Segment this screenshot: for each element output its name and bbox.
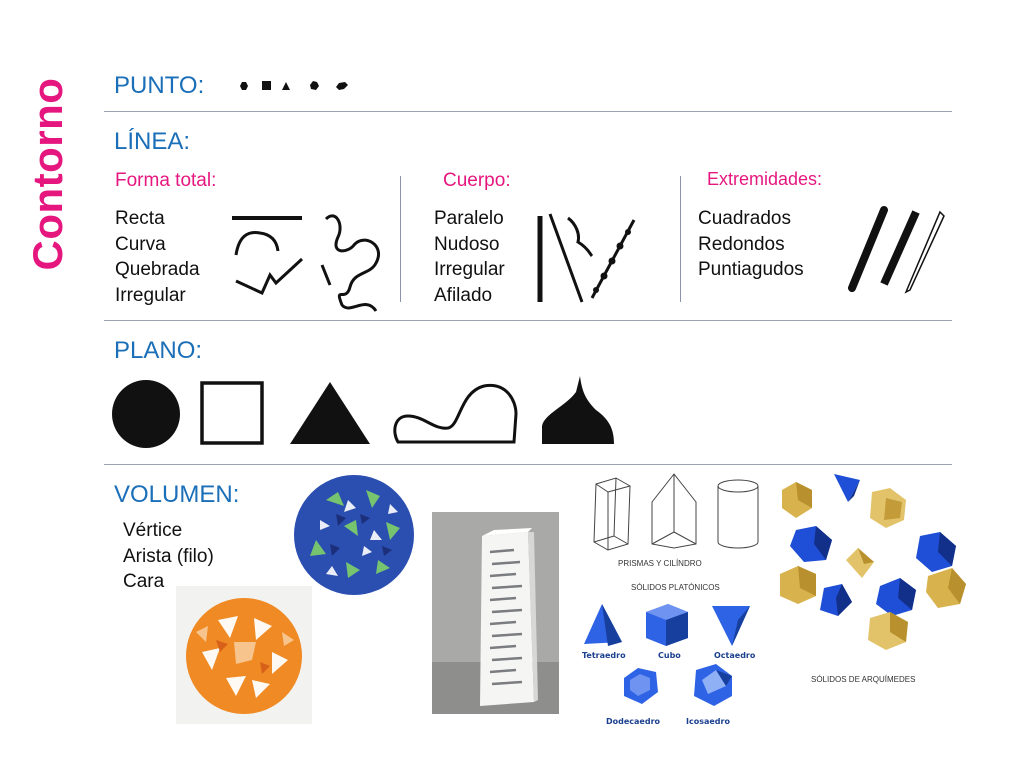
extremidades-list: Cuadrados Redondos Puntiagudos (698, 206, 804, 283)
volumen-list: Vértice Arista (filo) Cara (123, 518, 214, 595)
volumen-heading: VOLUMEN: (114, 481, 240, 508)
plano-shapes (112, 376, 614, 448)
cuerpo-lines (537, 213, 636, 303)
punto-dots (240, 81, 348, 90)
platonic-label: Octaedro (714, 651, 756, 660)
divider-punto (104, 111, 952, 112)
extremidades-lines (848, 206, 945, 294)
platonic-label: Tetraedro (582, 651, 626, 660)
list-item: Nudoso (434, 233, 500, 255)
page-title: Contorno (24, 77, 71, 271)
cuerpo-list: Paralelo Nudoso Irregular Afilado (434, 206, 505, 308)
paper-tower-photo (432, 512, 559, 714)
linea-heading: LÍNEA: (114, 128, 191, 155)
prismas-cilindro-drawing (593, 473, 759, 551)
list-item: Cuadrados (698, 208, 791, 229)
divider-plano (104, 464, 952, 465)
list-item: Afilado (434, 284, 493, 306)
list-item: Recta (115, 208, 165, 229)
prismas-caption: PRISMAS Y CILÍNDRO (618, 559, 702, 568)
forma-total-lines (232, 214, 380, 312)
list-item: Curva (115, 233, 166, 255)
cuerpo-heading: Cuerpo: (443, 170, 511, 191)
list-item: Irregular (115, 284, 186, 306)
platonicos-caption: SÓLIDOS PLATÓNICOS (631, 583, 720, 592)
divider-linea (104, 320, 952, 321)
list-item: Irregular (434, 259, 505, 280)
list-item: Vértice (123, 520, 183, 541)
list-item: Redondos (698, 233, 785, 255)
list-item: Paralelo (434, 208, 504, 229)
divider-vertical-1 (400, 176, 401, 302)
list-item: Cara (123, 571, 165, 592)
list-item: Puntiagudos (698, 259, 804, 280)
platonic-label: Icosaedro (686, 717, 730, 726)
platonic-label: Cubo (658, 651, 681, 660)
plano-heading: PLANO: (114, 337, 203, 364)
list-item: Arista (filo) (123, 545, 214, 567)
forma-total-heading: Forma total: (115, 170, 217, 191)
solidos-arquimedes-drawing (780, 474, 966, 650)
divider-vertical-2 (680, 176, 681, 302)
vertical-title: Contorno (18, 78, 78, 271)
list-item: Quebrada (115, 259, 200, 280)
forma-total-list: Recta Curva Quebrada Irregular (115, 206, 200, 308)
extremidades-heading: Extremidades: (707, 169, 823, 189)
platonic-label: Dodecaedro (606, 717, 661, 726)
origami-ball-photo (286, 470, 422, 600)
solidos-platonicos-drawing: Tetraedro Cubo Octaedro Dodecaedro Icosa… (576, 600, 760, 736)
arquimedes-caption: SÓLIDOS DE ARQUÍMEDES (811, 675, 916, 684)
orange-origami-photo (176, 586, 312, 724)
punto-heading: PUNTO: (114, 72, 205, 99)
